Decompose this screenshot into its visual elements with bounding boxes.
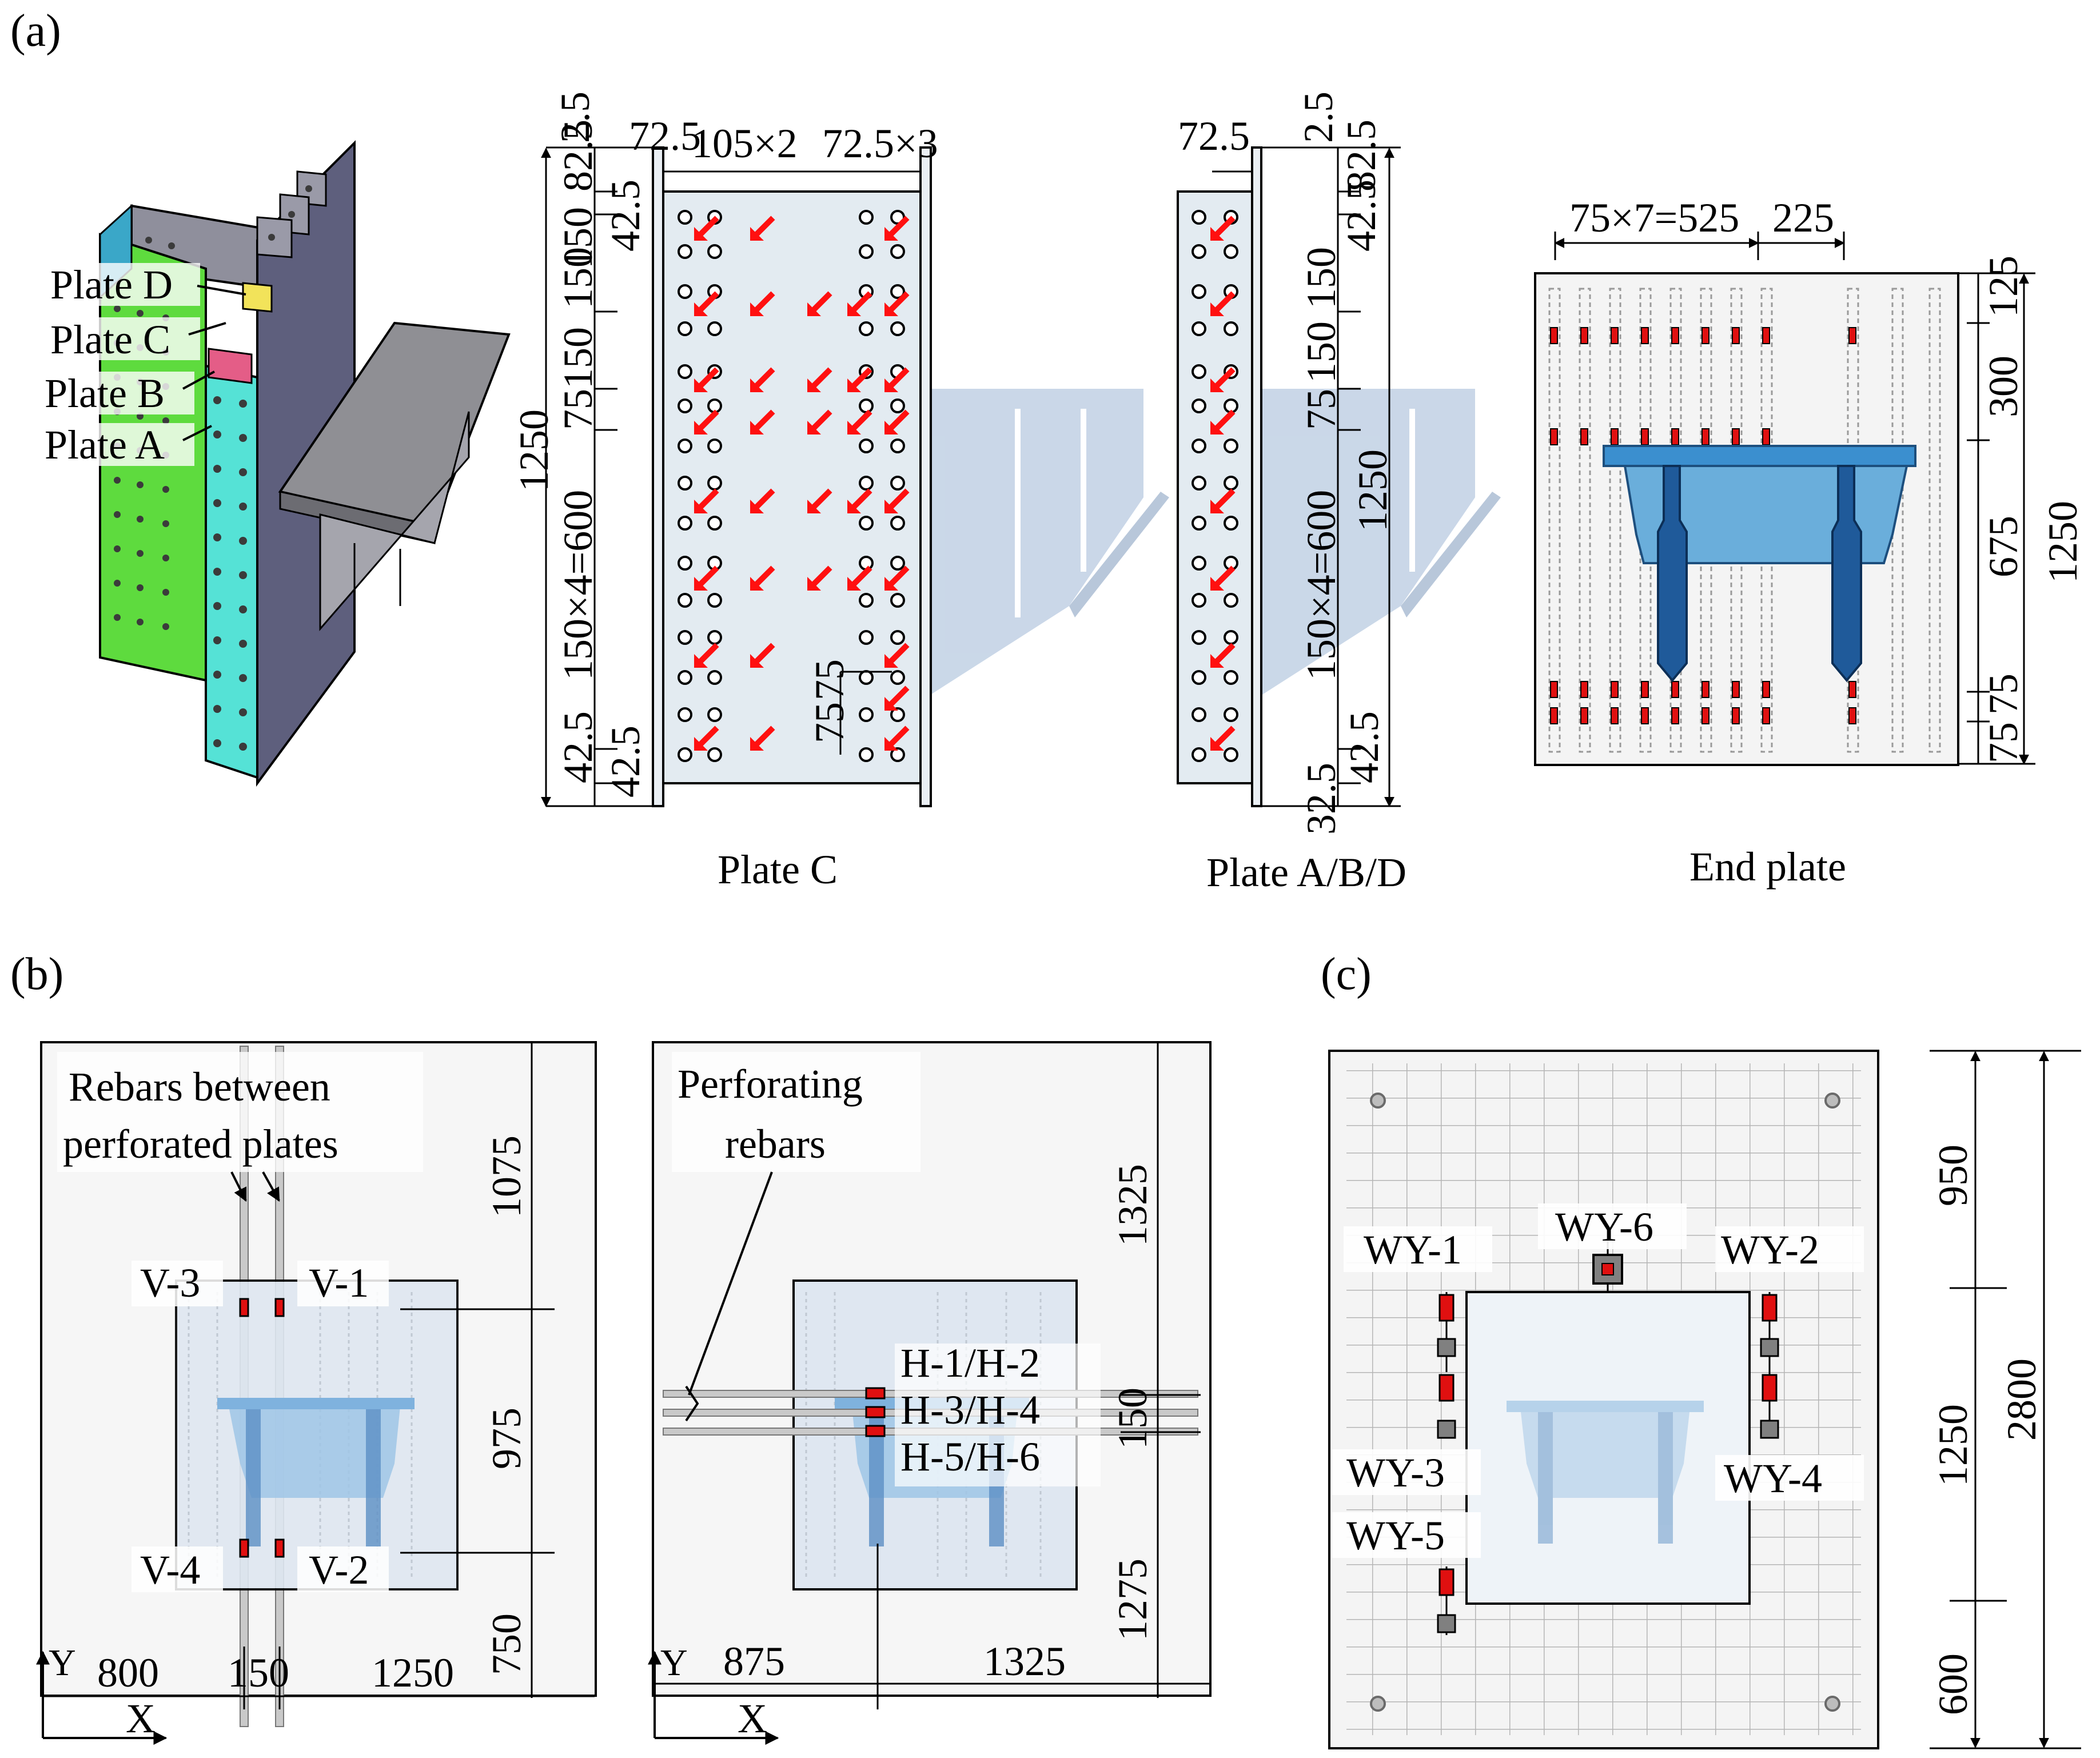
plate-c-drawing: 1250 82.5 42.5 150 150 150 75 150×4=600 … — [511, 91, 1169, 892]
pabd-dim-total: 1250 — [1350, 449, 1396, 532]
ep-dim-300: 300 — [1981, 356, 2026, 417]
b-right-drawing: Perforating rebars H-1/H-2 H-3/H-4 H-5/H… — [648, 1041, 1212, 1745]
pabd-dim-425b: 42.5 — [1341, 711, 1387, 783]
label-h56: H-5/H-6 — [900, 1434, 1040, 1480]
label-v3: V-3 — [140, 1260, 200, 1306]
label-h34: H-3/H-4 — [900, 1387, 1040, 1433]
label-wy1: WY-1 — [1364, 1227, 1462, 1273]
b-left-vdim-975: 975 — [484, 1408, 529, 1469]
pc-top-105x2: 105×2 — [692, 121, 798, 166]
b-left-axis-y: Y — [49, 1642, 76, 1684]
pc-dim-600: 150×4=600 — [555, 490, 601, 680]
label-h12: H-1/H-2 — [900, 1340, 1040, 1386]
b-right-axis-x: X — [738, 1696, 767, 1741]
pabd-dim-825: 82.5 — [1338, 119, 1384, 192]
label-wy4: WY-4 — [1724, 1456, 1822, 1501]
pc-dim-150b: 150 — [555, 247, 601, 309]
panel-label-c: (c) — [1321, 949, 1372, 999]
label-v1: V-1 — [309, 1260, 369, 1306]
b-left-vdim-750: 750 — [484, 1613, 529, 1675]
pabd-dim-325: 32.5 — [1298, 763, 1344, 835]
pabd-caption: Plate A/B/D — [1206, 850, 1406, 895]
pc-top-725: 72.5 — [629, 113, 701, 159]
pabd-dim-topleft: 2.5 — [1296, 91, 1341, 143]
panel-label-a: (a) — [10, 6, 61, 56]
label-wy6: WY-6 — [1555, 1204, 1653, 1250]
b-right-vdim-1325: 1325 — [1110, 1164, 1155, 1246]
b-left-hdim-150: 150 — [228, 1650, 289, 1696]
pabd-dim-75: 75 — [1298, 389, 1344, 430]
pc-caption: Plate C — [718, 847, 838, 892]
c-vdim-950: 950 — [1930, 1145, 1976, 1206]
pc-dim-150c: 150 — [555, 327, 601, 389]
pc-local-75a: 75 — [807, 702, 852, 743]
c-vdim-1250: 1250 — [1930, 1404, 1976, 1486]
c-vdim-total: 2800 — [1999, 1358, 2045, 1441]
pc-dim-425c: 42.5 — [603, 725, 648, 798]
b-right-hdim-1325: 1325 — [983, 1639, 1066, 1684]
ep-dim-675: 675 — [1981, 516, 2026, 577]
pabd-dim-600: 150×4=600 — [1298, 490, 1344, 680]
pc-dim-150a: 150 — [555, 207, 601, 269]
pc-dim-topleft: 2.5 — [552, 91, 598, 143]
pc-dim-825: 82.5 — [555, 119, 601, 192]
b-right-callout-2: rebars — [725, 1121, 826, 1167]
ep-top-225: 225 — [1772, 195, 1834, 241]
b-right-axis-y: Y — [660, 1642, 688, 1684]
b-left-drawing: Rebars between perforated plates V-3 V-1… — [36, 1041, 597, 1745]
label-v4: V-4 — [140, 1547, 200, 1593]
pc-top-725x3: 72.5×3 — [822, 121, 938, 166]
c-vdim-600: 600 — [1930, 1653, 1976, 1715]
label-wy5: WY-5 — [1346, 1513, 1445, 1558]
b-left-hdim-1250: 1250 — [372, 1650, 454, 1696]
b-right-vdim-150: 150 — [1110, 1388, 1155, 1449]
ep-dim-75b: 75 — [1981, 722, 2026, 763]
ep-dim-total: 1250 — [2040, 501, 2086, 583]
label-wy2: WY-2 — [1721, 1227, 1819, 1273]
pc-dim-75: 75 — [555, 389, 601, 430]
ep-dim-75a: 75 — [1981, 673, 2026, 715]
panel-label-b: (b) — [10, 949, 63, 999]
pc-dim-425a: 42.5 — [603, 180, 648, 252]
label-wy3: WY-3 — [1346, 1450, 1445, 1496]
model-3d: Plate D Plate C Plate B Plate A — [40, 140, 511, 787]
label-plate-a: Plate A — [45, 422, 165, 468]
ep-caption: End plate — [1689, 844, 1846, 890]
b-right-callout-1: Perforating — [678, 1061, 863, 1107]
b-left-axis-x: X — [126, 1696, 156, 1741]
ep-dim-125: 125 — [1981, 256, 2026, 317]
pc-local-75b: 75 — [807, 659, 852, 700]
end-plate-drawing: 75×7=525 225 125 300 675 75 75 1250 End … — [1534, 195, 2086, 890]
label-plate-b: Plate B — [45, 370, 165, 416]
b-left-callout-1: Rebars between — [69, 1064, 330, 1110]
pc-dim-total: 1250 — [511, 409, 557, 492]
ep-top-525: 75×7=525 — [1569, 195, 1739, 241]
pabd-dim-150a: 150 — [1298, 247, 1344, 309]
pabd-dim-150b: 150 — [1298, 321, 1344, 383]
b-left-callout-2: perforated plates — [63, 1121, 338, 1167]
pc-dim-425b: 42.5 — [555, 711, 601, 783]
pabd-dim-425a: 42.5 — [1338, 180, 1384, 252]
c-drawing: WY-1 WY-6 WY-2 WY-3 WY-4 WY-5 950 1250 6… — [1328, 1050, 2081, 1749]
b-right-vdim-1275: 1275 — [1110, 1558, 1155, 1641]
b-left-vdim-1075: 1075 — [484, 1135, 529, 1218]
b-right-hdim-875: 875 — [723, 1639, 785, 1684]
label-plate-c: Plate C — [50, 317, 170, 362]
plate-abd-drawing: 72.5 2.5 82.5 42.5 150 150 75 150×4=600 … — [1177, 91, 1501, 895]
label-v2: V-2 — [309, 1547, 369, 1593]
b-left-hdim-800: 800 — [97, 1650, 159, 1696]
label-plate-d: Plate D — [50, 262, 173, 308]
pabd-top-725: 72.5 — [1178, 113, 1250, 159]
